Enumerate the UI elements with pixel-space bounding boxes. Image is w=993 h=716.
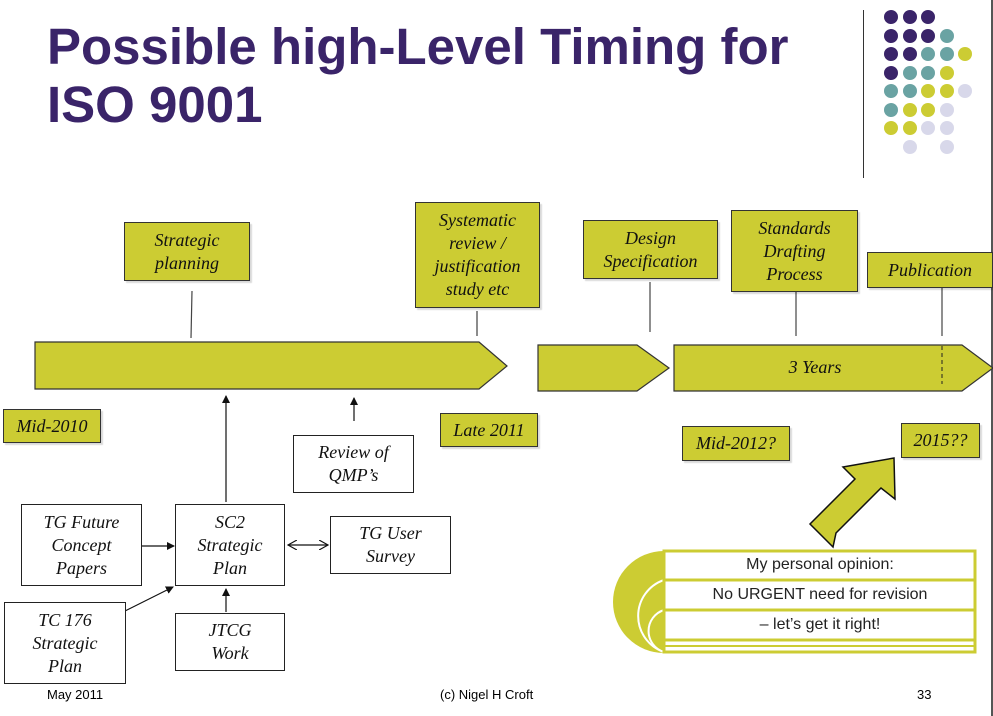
duration-label: 3 Years [788,357,842,377]
date-text: Mid-2010 [16,415,88,436]
footer-date: May 2011 [47,687,104,702]
phase-text: Standards [758,217,831,238]
decor-dot-yellow [921,102,935,117]
decor-dot-yellow [939,65,954,80]
phase-text: planning [154,252,219,273]
slide-title-line-1: Possible high-Level Timing for [47,18,789,75]
decor-dot-purple [884,28,898,43]
phase-box-standards-drafting: Standards Drafting Process [731,210,858,292]
decor-dot-purple [902,10,917,24]
phase-box-strategic-planning: Strategic planning [124,222,250,281]
phase-box-systematic-review: Systematic review / justification study … [415,202,540,308]
input-box-sc2-strategic-plan: SC2 Strategic Plan [175,504,285,586]
box-text: TG Future [43,511,120,532]
box-text: Papers [56,557,107,578]
slide-title: Possible high-Level Timing for ISO 9001 [47,18,867,134]
big-arrow-to-2015-icon [808,457,896,549]
phase-text: Process [766,263,823,284]
box-text: Review of [318,442,389,462]
decor-dot-lavender [902,139,917,154]
decor-dot-yellow [921,84,935,98]
phase-text: justification [434,256,521,276]
connector-strategic-planning [190,290,193,339]
decor-dot-purple [884,65,898,80]
decor-dot-purple [902,28,917,43]
box-text: TC 176 [38,609,92,630]
decor-dot-yellow [884,121,898,135]
decor-dot-yellow [902,102,917,117]
date-text: 2015?? [913,430,968,450]
date-box-late-2011: Late 2011 [440,413,538,447]
input-box-tg-future-concept: TG Future Concept Papers [21,504,142,586]
arrow-tc176-to-sc2 [124,586,174,612]
decor-dot-purple [921,28,935,43]
box-text: Plan [213,557,247,578]
box-text: Survey [366,546,415,566]
box-text: Strategic [197,534,263,555]
input-box-review-qmp: Review of QMP’s [293,435,414,493]
decor-dot-purple [902,47,917,61]
decor-dot-teal [902,84,917,98]
phase-box-design-specification: Design Specification [583,220,718,279]
decor-dot-lavender [939,139,954,154]
decor-dot-teal [921,65,935,80]
opinion-line-2: No URGENT need for revision [712,586,928,603]
phase-text: Systematic [439,210,516,230]
footer-copyright: (c) Nigel H Croft [440,687,534,702]
date-box-mid-2012: Mid-2012? [682,426,790,461]
input-box-tg-user-survey: TG User Survey [330,516,451,574]
decor-dot-lavender [939,102,954,117]
phase-box-publication: Publication [867,252,993,288]
decor-dot-purple [884,47,898,61]
phase-text: review / [449,233,506,253]
input-box-jtcg-work: JTCG Work [175,613,285,671]
slide-title-line-2: ISO 9001 [47,76,263,133]
box-text: Work [211,643,249,663]
phase-text: Specification [603,250,698,271]
opinion-line-1: My personal opinion: [746,556,894,573]
date-text: Late 2011 [453,419,525,440]
decor-dot-purple [921,10,935,24]
opinion-arc-2 [647,609,665,653]
opinion-semicircle-decor [613,551,664,653]
footer-page-number: 33 [917,687,932,702]
box-text: Plan [48,655,82,676]
decor-dot-yellow [902,121,917,135]
opinion-arc-1 [637,579,665,653]
box-text: JTCG [208,620,252,640]
decor-dot-teal [939,28,954,43]
decor-dot-teal [902,65,917,80]
box-text: Strategic [32,632,98,653]
box-text: SC2 [214,511,245,532]
input-box-tc176-strategic-plan: TC 176 Strategic Plan [4,602,126,684]
decor-dot-yellow [939,84,954,98]
decor-dot-teal [939,47,954,61]
decor-dot-purple [884,10,898,24]
box-text: QMP’s [328,465,379,485]
decor-dot-teal [884,102,898,117]
phase-text: Publication [888,259,972,280]
decor-dot-teal [921,47,935,61]
phase-text: study etc [445,279,510,299]
phase-text: Design [625,227,676,248]
decor-dot-teal [884,84,898,98]
decor-dot-lavender [958,84,972,98]
date-text: Mid-2012? [696,433,776,453]
box-text: TG User [359,523,422,543]
timeline-arrow-phase-2 [537,344,671,392]
date-box-2015: 2015?? [901,423,980,458]
decor-dot-yellow [958,47,972,61]
timeline-arrow-phase-3 [673,344,993,392]
timeline-arrow-phase-1 [34,341,508,390]
title-divider-line [863,10,864,178]
slide-right-border [991,0,993,716]
phase-text: Drafting [763,240,826,261]
decor-dot-lavender [921,121,935,135]
box-text: Concept [51,534,112,555]
decorative-dot-grid [884,10,984,160]
date-box-mid-2010: Mid-2010 [3,409,101,443]
opinion-line-3: – let’s get it right! [759,616,881,633]
decor-dot-lavender [939,121,954,135]
phase-text: Strategic [154,229,220,250]
